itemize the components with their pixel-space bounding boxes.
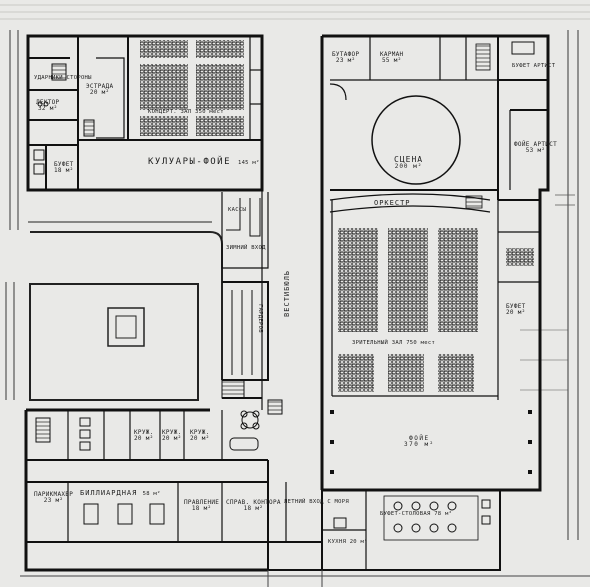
label-garderob: ГАРДЕРОБ (256, 304, 263, 333)
label-bufet-stolovaya: БУФЕТ-СТОЛОВАЯ 78 м² (380, 511, 453, 517)
label-orkestr: ОРКЕСТР (374, 199, 411, 207)
center-fixtures (221, 198, 283, 451)
bottom-wing-walls (26, 410, 367, 570)
label-zritelny-zal: ЗРИТЕЛЬНЫЙ ЗАЛ 750 мест (352, 340, 436, 346)
outer-walls (24, 34, 550, 572)
theatre-walls (330, 36, 548, 400)
bottom-site (20, 570, 590, 587)
label-letny-vkhod: ЛЕТНИЙ ВХОД С МОРЯ (284, 499, 350, 505)
faint-top-band (0, 4, 590, 20)
label-kassy: КАССЫ (228, 207, 247, 213)
label-bufet-artist: БУФЕТ АРТИСТ (512, 63, 556, 69)
label-biliardnaya: БИЛЛИАРДНАЯ 58 м² (80, 489, 161, 497)
label-kruzhok-3: КРУЖ.20 м² (190, 429, 210, 443)
label-kuluary-foye: КУЛУАРЫ-ФОЙЕ 145 м² (148, 157, 260, 167)
left-block-fixtures (33, 63, 95, 175)
auditorium-seats (338, 228, 534, 392)
site-lines (5, 30, 579, 540)
label-konc-zal: КОНЦЕРТ. ЗАЛ 350 мест (148, 109, 224, 115)
label-zimny-vkhod: ЗИМНИЙ ВХОД (226, 245, 266, 251)
stage (329, 41, 535, 213)
label-kruzhok-2: КРУЖ.20 м² (162, 429, 182, 443)
foyer-columns (330, 410, 532, 474)
label-vestibul: ВЕСТИБЮЛЬ (283, 270, 291, 317)
label-udarniki: УДАРНИКИ СТОРОНЫ (34, 75, 92, 81)
bottom-wing-fixtures (35, 417, 491, 541)
label-kruzhok-1: КРУЖ.20 м² (134, 429, 154, 443)
label-kukhnya: КУХНЯ 20 м² (328, 539, 368, 545)
left-block-walls (28, 36, 262, 190)
concert-hall-seats (140, 40, 244, 136)
